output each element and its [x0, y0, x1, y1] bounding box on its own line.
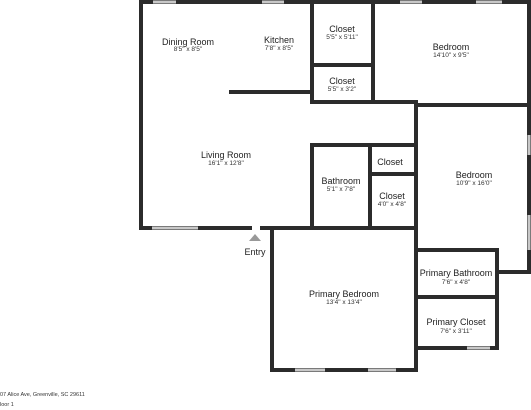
room-dims-closet-2: 5'5" x 3'2"	[327, 86, 357, 93]
windows	[152, 0, 531, 372]
footer-floor: loor 1	[0, 402, 14, 408]
room-name-bathroom: Bathroom	[321, 176, 361, 186]
room-name-closet-4: Closet	[379, 191, 405, 201]
room-name-closet-2: Closet	[329, 76, 355, 86]
room-dims-dining: 8'5" x 8'5"	[173, 46, 203, 53]
room-dims-primary-bathroom: 7'6" x 4'8"	[441, 279, 471, 286]
room-dims-primary-closet: 7'6" x 3'11"	[440, 328, 472, 335]
room-dims-living: 16'1" x 12'8"	[208, 160, 244, 167]
room-name-closet-3: Closet	[377, 157, 403, 167]
room-dims-bedroom-2: 10'9" x 16'0"	[456, 180, 492, 187]
footer-address: 07 Alice Ave, Greenville, SC 29611	[0, 392, 85, 398]
entry-label: Entry	[244, 247, 266, 257]
room-name-primary-closet: Primary Closet	[426, 317, 486, 327]
room-name-primary-bedroom: Primary Bedroom	[308, 289, 380, 299]
room-dims-primary-bedroom: 13'4" x 13'4"	[326, 299, 362, 306]
room-name-primary-bathroom: Primary Bathroom	[419, 268, 493, 278]
room-name-dining: Dining Room	[161, 37, 215, 47]
room-name-bedroom-1: Bedroom	[432, 42, 470, 52]
room-dims-bathroom: 5'1" x 7'8"	[326, 186, 356, 193]
room-dims-closet-4: 4'0" x 4'8"	[377, 201, 407, 208]
entry-arrow-icon	[249, 234, 261, 241]
room-name-bedroom-2: Bedroom	[455, 170, 493, 180]
room-name-kitchen: Kitchen	[263, 35, 295, 45]
room-dims-kitchen: 7'8" x 8'5"	[264, 45, 294, 52]
room-name-closet-1: Closet	[329, 24, 355, 34]
room-dims-closet-1: 5'5" x 5'11"	[326, 34, 358, 41]
room-dims-bedroom-1: 14'10" x 9'5"	[433, 52, 469, 59]
room-name-living: Living Room	[200, 150, 252, 160]
